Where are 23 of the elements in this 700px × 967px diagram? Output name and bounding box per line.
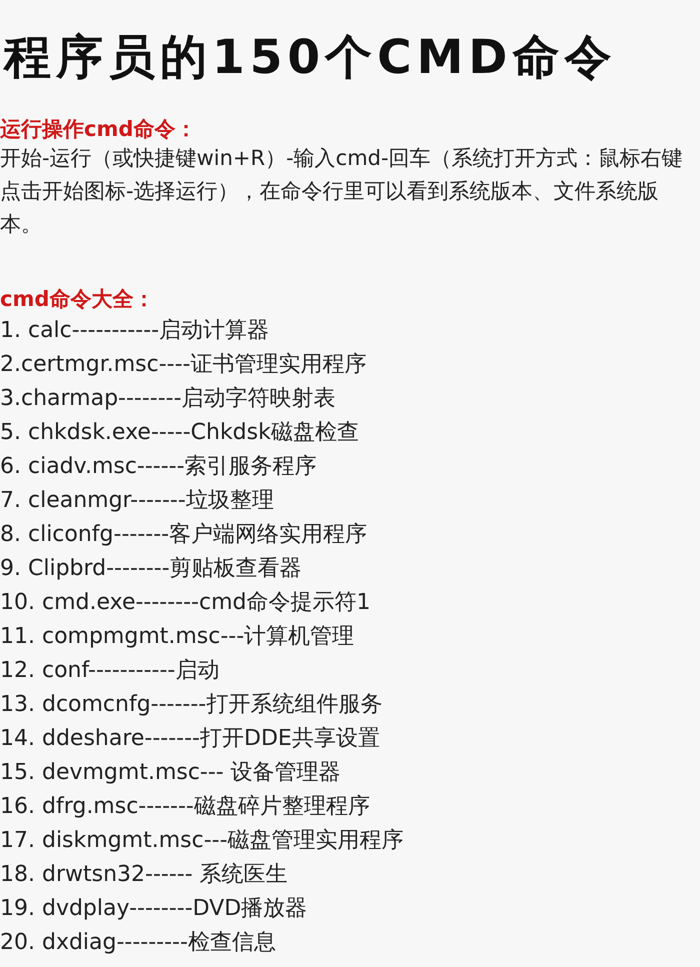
command-entry: 14. ddeshare-------打开DDE共享设置 xyxy=(0,725,380,753)
command-entry: 19. dvdplay--------DVD播放器 xyxy=(0,895,308,923)
command-entry: 3.charmap--------启动字符映射表 xyxy=(0,385,336,413)
command-entry: 16. dfrg.msc-------磁盘碎片整理程序 xyxy=(0,793,370,821)
command-entry: 18. drwtsn32------ 系统医生 xyxy=(0,861,288,889)
instruction-paragraph: 开始-运行（或快捷键win+R）-输入cmd-回车（系统打开方式：鼠标右键点击开始图标-选择运行），在命令行里可以看到系统版本、文件系统版本。 xyxy=(0,145,684,238)
command-entry: 6. ciadv.msc------索引服务程序 xyxy=(0,453,317,481)
page-title: 程序员的150个CMD命令 xyxy=(4,29,616,87)
command-entry: 7. cleanmgr-------垃圾整理 xyxy=(0,487,274,515)
command-entry: 12. conf-----------启动 xyxy=(0,657,220,685)
command-entry: 20. dxdiag---------检查信息 xyxy=(0,929,276,957)
command-entry: 8. cliconfg-------客户端网络实用程序 xyxy=(0,521,368,549)
section-heading: cmd命令大全： xyxy=(0,286,154,313)
section-heading: 运行操作cmd命令： xyxy=(0,116,196,143)
command-entry: 9. Clipbrd--------剪贴板查看器 xyxy=(0,555,302,583)
command-entry: 2.certmgr.msc----证书管理实用程序 xyxy=(0,351,366,379)
command-entry: 5. chkdsk.exe-----Chkdsk磁盘检查 xyxy=(0,419,359,447)
command-entry: 1. calc-----------启动计算器 xyxy=(0,317,270,345)
command-entry: 15. devmgmt.msc--- 设备管理器 xyxy=(0,759,341,787)
command-entry: 11. compmgmt.msc---计算机管理 xyxy=(0,623,354,651)
command-entry: 13. dcomcnfg-------打开系统组件服务 xyxy=(0,691,382,719)
command-entry: 10. cmd.exe--------cmd命令提示符1 xyxy=(0,589,370,617)
command-entry: 17. diskmgmt.msc---磁盘管理实用程序 xyxy=(0,827,404,855)
